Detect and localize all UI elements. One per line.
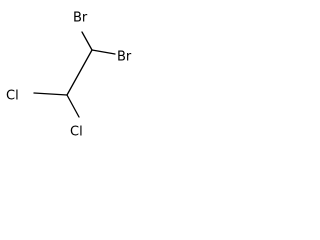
bond-c1-br-right [91,49,116,55]
bond-c1-c2 [66,49,93,96]
molecule-diagram: Br Br Cl Cl [6,11,132,140]
molecule-structure: Br Br Cl Cl [0,0,148,150]
atom-cl-bottom: Cl [70,125,83,140]
bond-c2-cl-left [33,92,68,96]
atom-br-left: Br [73,11,88,26]
bond-c1-br-left [81,31,93,51]
bond-c2-cl-bottom [66,94,80,118]
atom-cl-left: Cl [6,89,19,104]
atom-br-right: Br [117,50,132,65]
